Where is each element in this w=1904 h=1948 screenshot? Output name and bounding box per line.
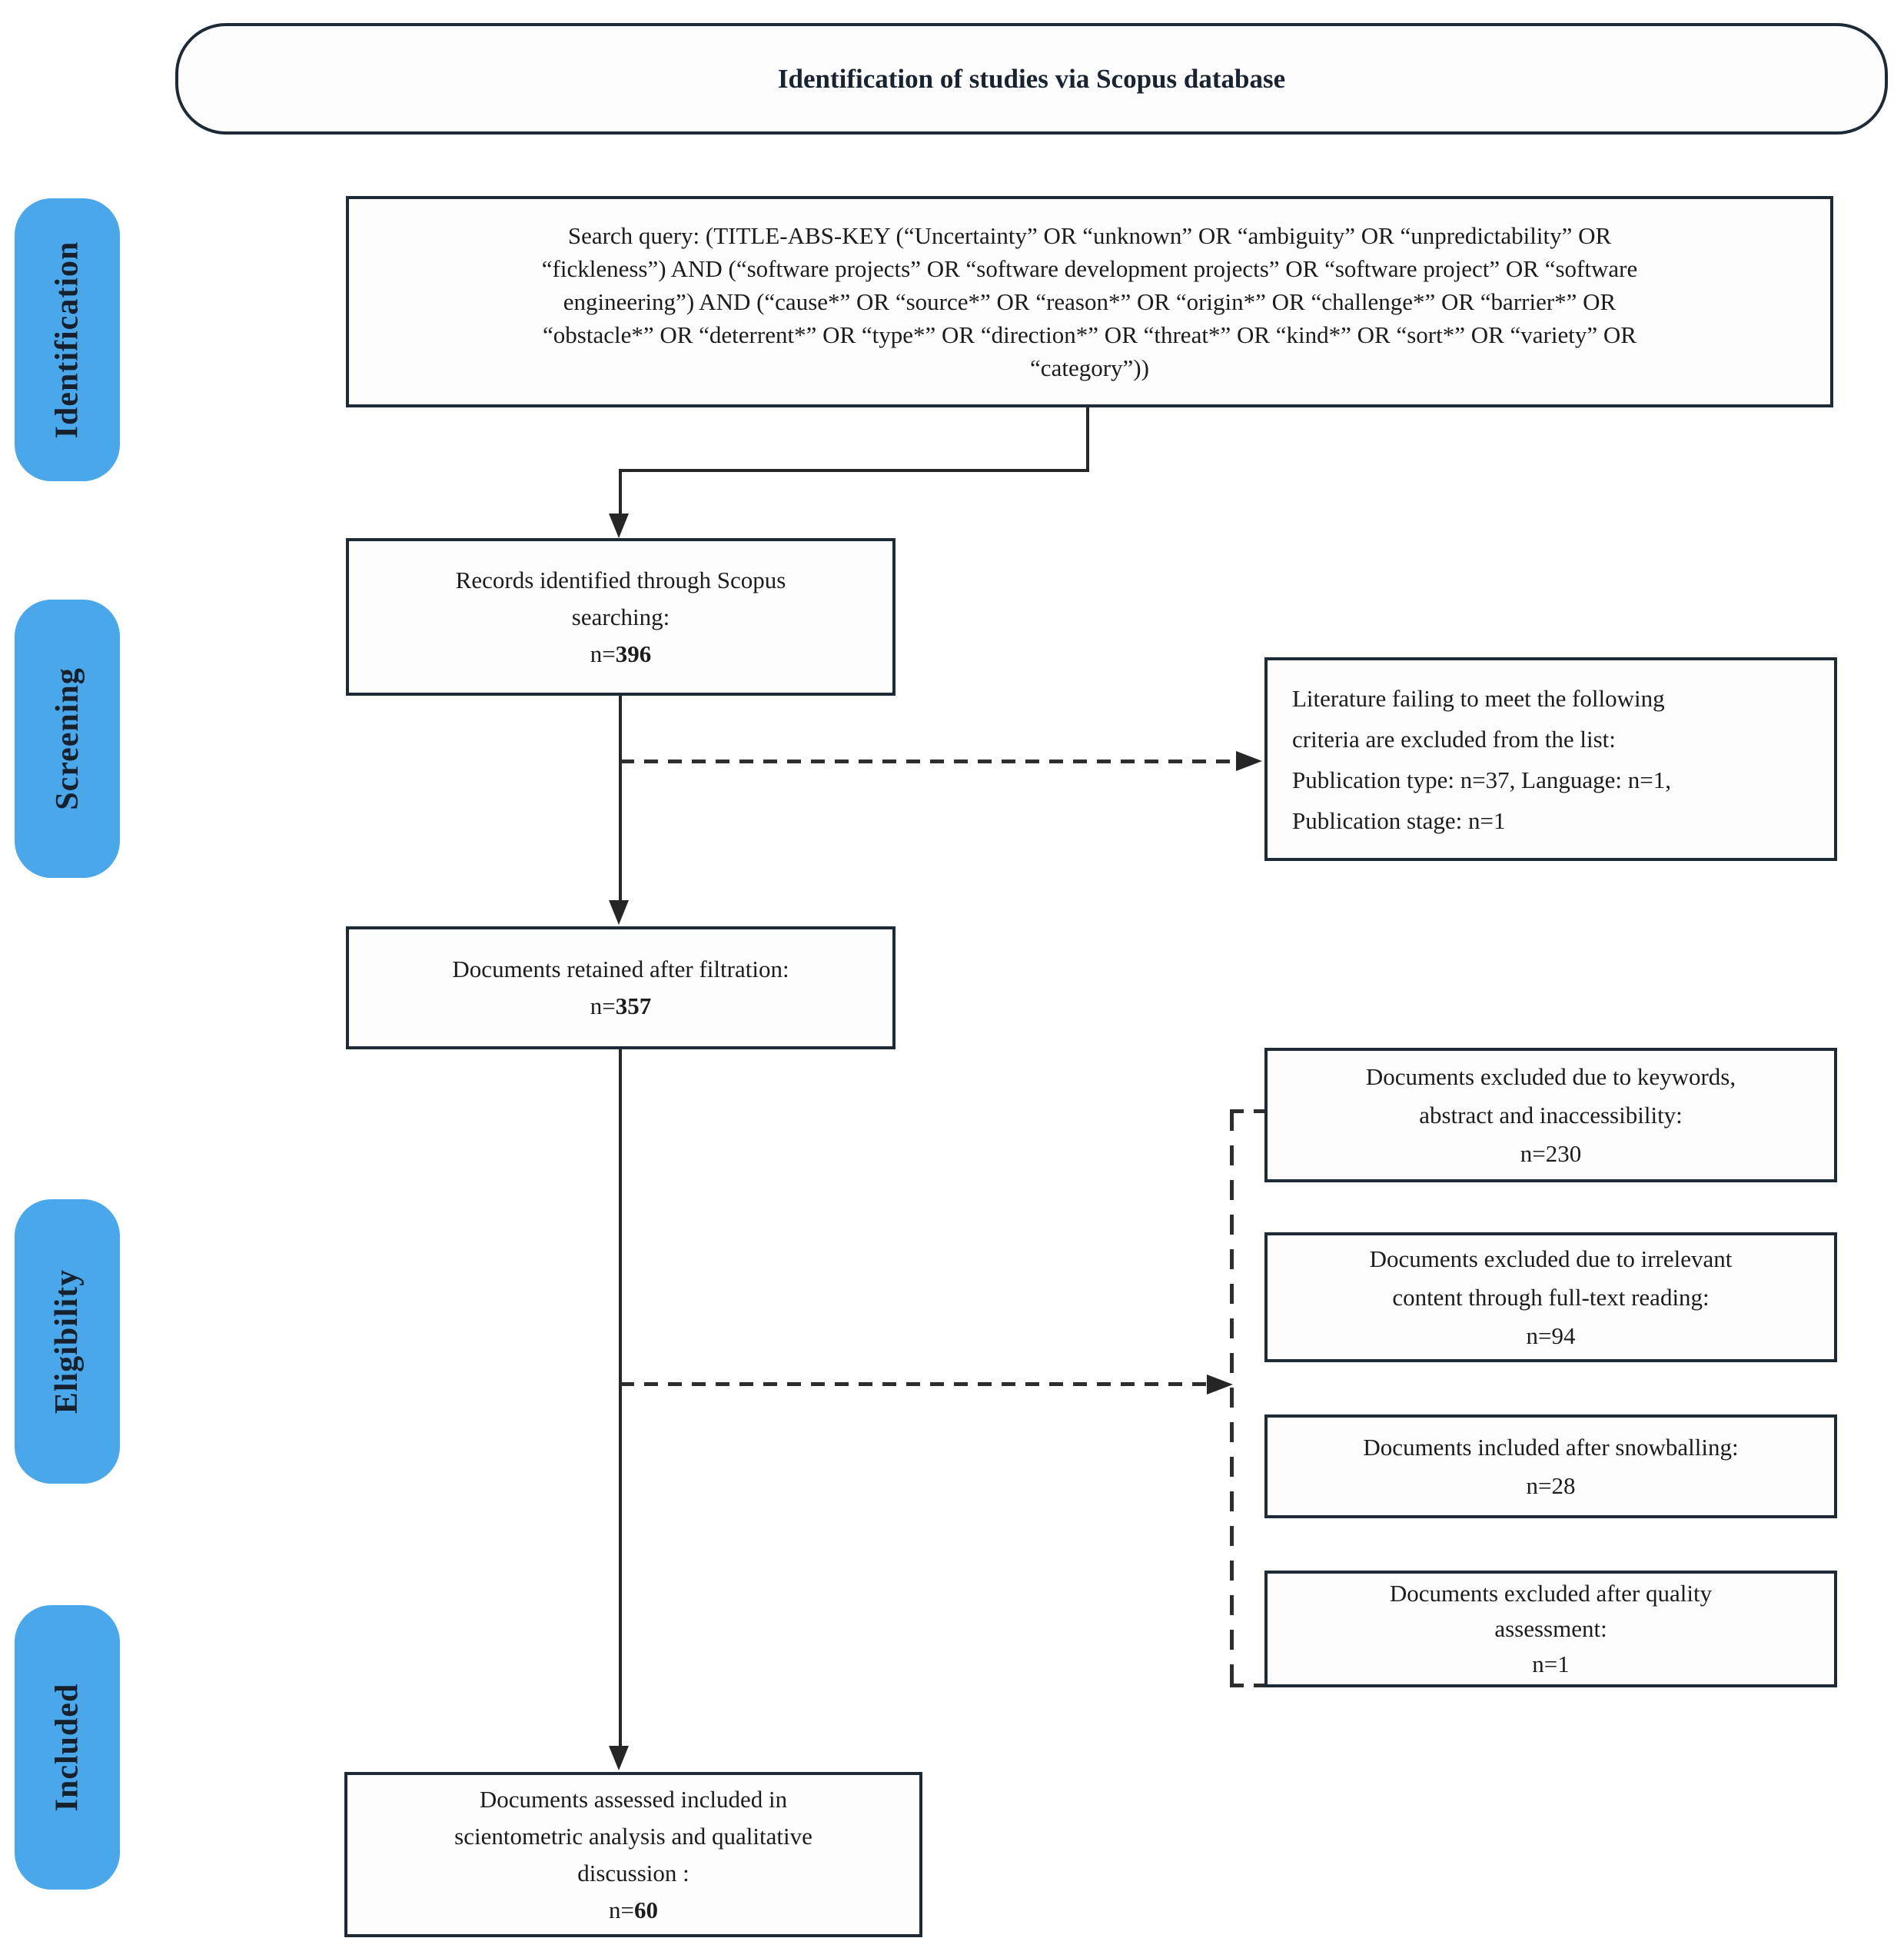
records-count-line: n=396	[590, 636, 651, 673]
excluded-fulltext-text: Documents excluded due to irrelevant con…	[1369, 1245, 1733, 1349]
stage-pill-included: Included	[15, 1605, 120, 1890]
excluded-keywords-text: Documents excluded due to keywords, abst…	[1365, 1062, 1736, 1167]
flow-box-records-identified: Records identified through Scopus search…	[346, 538, 896, 696]
arrowhead-into-retained	[609, 900, 629, 925]
stage-pill-screening: Screening	[15, 600, 120, 878]
stage-label-included: Included	[49, 1683, 85, 1812]
flow-box-literature-excluded: Literature failing to meet the following…	[1264, 657, 1837, 861]
final-count-prefix: n=	[609, 1896, 634, 1923]
connector-into-records-line	[619, 469, 622, 517]
eligibility-bracket-top-elbow	[1230, 1109, 1264, 1113]
stage-label-eligibility: Eligibility	[49, 1268, 85, 1414]
connector-screening-dashed-line	[620, 760, 1236, 763]
arrowhead-into-final	[609, 1746, 629, 1770]
title-banner: Identification of studies via Scopus dat…	[175, 23, 1888, 135]
flow-box-excluded-quality: Documents excluded after quality assessm…	[1264, 1571, 1837, 1687]
flow-box-included-snowballing: Documents included after snowballing: n=…	[1264, 1414, 1837, 1518]
records-count-value: 396	[615, 640, 652, 667]
flow-box-search-query: Search query: (TITLE-ABS-KEY (“Uncertain…	[346, 196, 1833, 407]
eligibility-bracket-bottom-elbow	[1230, 1684, 1264, 1687]
included-snowballing-text: Documents included after snowballing: n=…	[1363, 1433, 1739, 1499]
flow-box-excluded-keywords: Documents excluded due to keywords, abst…	[1264, 1048, 1837, 1182]
final-count-value: 60	[633, 1896, 658, 1923]
retained-count-line: n=357	[590, 988, 651, 1025]
connector-query-down-line	[1086, 406, 1089, 472]
flow-box-excluded-fulltext: Documents excluded due to irrelevant con…	[1264, 1232, 1837, 1362]
diagram-title: Identification of studies via Scopus dat…	[777, 63, 1286, 94]
connector-records-to-retained-line	[619, 696, 622, 902]
stage-pill-identification: Identification	[15, 198, 120, 481]
records-count-prefix: n=	[590, 640, 616, 667]
stage-label-screening: Screening	[49, 667, 85, 810]
stage-label-identification: Identification	[49, 241, 85, 439]
documents-retained-text: Documents retained after filtration:	[452, 956, 789, 982]
retained-count-prefix: n=	[590, 992, 616, 1019]
documents-assessed-text: Documents assessed included in scientome…	[454, 1785, 812, 1887]
arrowhead-into-records	[609, 514, 629, 538]
flow-box-documents-retained: Documents retained after filtration: n=3…	[346, 926, 896, 1049]
arrowhead-into-eligibility-bracket	[1207, 1375, 1233, 1395]
stage-pill-eligibility: Eligibility	[15, 1199, 120, 1484]
connector-eligibility-dashed-line	[620, 1382, 1207, 1386]
search-query-text: Search query: (TITLE-ABS-KEY (“Uncertain…	[541, 222, 1638, 381]
retained-count-value: 357	[615, 992, 652, 1019]
eligibility-bracket-vertical-dashed-line	[1230, 1111, 1234, 1687]
final-count-line: n=60	[609, 1892, 658, 1929]
excluded-quality-text: Documents excluded after quality assessm…	[1389, 1580, 1713, 1677]
arrowhead-into-literature-excluded	[1236, 751, 1262, 771]
connector-query-horizontal-line	[619, 469, 1089, 472]
connector-retained-to-final-line	[619, 1049, 622, 1746]
flow-box-documents-assessed: Documents assessed included in scientome…	[344, 1772, 922, 1937]
literature-excluded-text: Literature failing to meet the following…	[1292, 684, 1671, 834]
records-identified-text: Records identified through Scopus search…	[455, 566, 786, 630]
